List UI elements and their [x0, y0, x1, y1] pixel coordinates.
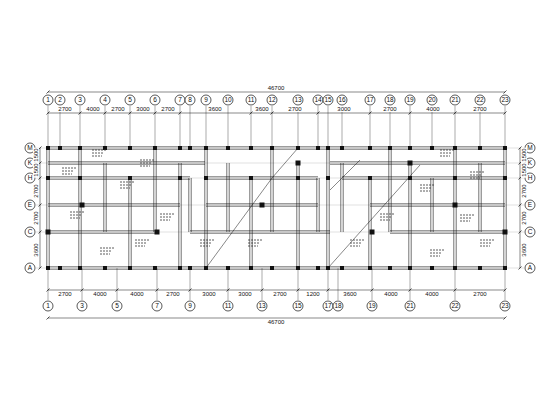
axis-number: 13 [257, 303, 266, 310]
axis-number: 7 [154, 303, 160, 310]
dimension: 3600 [33, 242, 39, 257]
dimension: 2700 [57, 291, 72, 297]
dimension: 3600 [521, 242, 527, 257]
axis-number: 8 [187, 97, 193, 104]
axis-number: 7 [177, 97, 183, 104]
dimension: 3600 [207, 106, 222, 112]
axis-number: 22 [475, 97, 484, 104]
axis-number: 10 [223, 97, 232, 104]
dimension: 2700 [382, 106, 397, 112]
axis-number: 15 [323, 97, 332, 104]
dimension: 2700 [472, 106, 487, 112]
axis-number: K [527, 160, 533, 167]
axis-number: 5 [114, 303, 120, 310]
axis-number: 14 [313, 97, 322, 104]
dimension: 2700 [521, 210, 527, 225]
dimension: 3000 [237, 291, 252, 297]
axis-number: C [27, 229, 34, 236]
axis-number: 1 [45, 303, 51, 310]
dimension: 1500 [521, 162, 527, 177]
axis-number: 9 [187, 303, 193, 310]
axis-number: E [527, 202, 533, 209]
dimension: 2700 [272, 291, 287, 297]
axis-number: 3 [79, 303, 85, 310]
dimension: 2700 [33, 210, 39, 225]
axis-number: M [526, 145, 533, 152]
axis-number: 20 [427, 97, 436, 104]
axis-number: A [527, 265, 533, 272]
dimension: 1500 [521, 147, 527, 162]
axis-number: 21 [405, 303, 414, 310]
dimension: 2700 [33, 183, 39, 198]
dimension: 46700 [267, 319, 286, 325]
axis-number: 22 [450, 303, 459, 310]
axis-number: 2 [57, 97, 63, 104]
axis-number: 3 [77, 97, 83, 104]
axis-number: 21 [450, 97, 459, 104]
axis-number: 12 [267, 97, 276, 104]
dimension: 1200 [305, 291, 320, 297]
axis-number: 15 [293, 303, 302, 310]
dimension: 2700 [472, 291, 487, 297]
axis-number: E [27, 202, 33, 209]
dimension: 2700 [521, 183, 527, 198]
axis-number: 18 [333, 303, 342, 310]
axis-number: 13 [293, 97, 302, 104]
axis-number: H [527, 175, 534, 182]
axis-number: A [27, 265, 33, 272]
axis-number: 1 [45, 97, 51, 104]
dimension: 4000 [92, 291, 107, 297]
dimension: 2700 [110, 106, 125, 112]
axis-number: C [527, 229, 534, 236]
dimension: 3600 [254, 106, 269, 112]
dimension: 4000 [424, 291, 439, 297]
axis-number: 9 [203, 97, 209, 104]
axis-number: 23 [500, 303, 509, 310]
dimension: 4000 [425, 106, 440, 112]
axis-number: 11 [247, 97, 256, 104]
axis-number: 19 [405, 97, 414, 104]
dimension: 4000 [129, 291, 144, 297]
dimension: 2700 [57, 106, 72, 112]
dimension: 1500 [33, 147, 39, 162]
axis-number: 11 [224, 303, 233, 310]
axis-number: 19 [367, 303, 376, 310]
axis-number: 4 [102, 97, 108, 104]
dimension: 1500 [33, 162, 39, 177]
dimension: 4000 [383, 291, 398, 297]
axis-number: 6 [152, 97, 158, 104]
dimension: 2700 [160, 106, 175, 112]
axis-number: 18 [385, 97, 394, 104]
axis-number: 5 [127, 97, 133, 104]
axis-number: 16 [337, 97, 346, 104]
dimension: 3600 [342, 291, 357, 297]
axis-number: 23 [500, 97, 509, 104]
dimension: 3000 [135, 106, 150, 112]
axis-number: 17 [365, 97, 374, 104]
dimension: 2700 [165, 291, 180, 297]
dimension: 3000 [201, 291, 216, 297]
dimension: 2700 [287, 106, 302, 112]
dimension: 3000 [336, 106, 351, 112]
axis-number: 17 [323, 303, 332, 310]
dimension: 46700 [267, 85, 286, 91]
dimension: 4000 [85, 106, 100, 112]
